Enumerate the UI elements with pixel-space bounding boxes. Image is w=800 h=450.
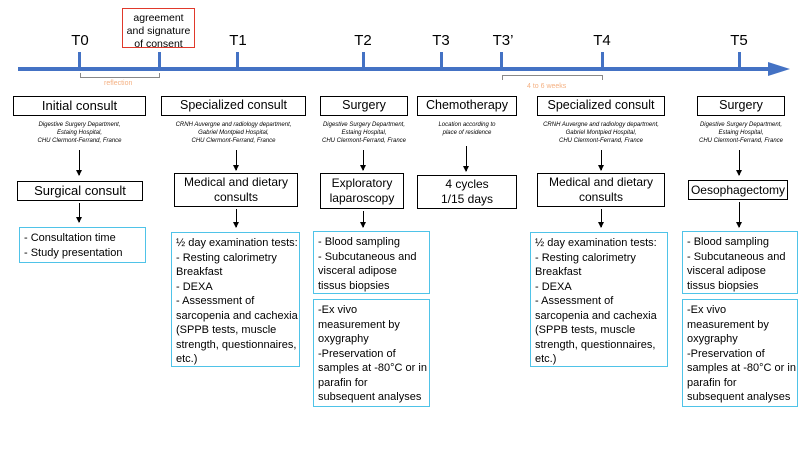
- timepoint-label: T0: [71, 32, 89, 49]
- tick-t5: [738, 52, 741, 67]
- flow-arrow: [360, 211, 366, 228]
- timepoint-label: T1: [229, 32, 247, 49]
- weeks-label: 4 to 6 weeks: [527, 83, 567, 90]
- timepoint-label: T3: [432, 32, 450, 49]
- flow-arrow: [736, 150, 742, 176]
- flow-arrow: [76, 150, 82, 176]
- reflection-bracket: [80, 73, 160, 78]
- tick-t0: [78, 52, 81, 67]
- details-box: - Consultation time- Study presentation: [19, 227, 146, 263]
- flow-arrow: [463, 146, 469, 172]
- flow-arrow: [76, 203, 82, 223]
- location-text: Digestive Surgery Department,Estaing Hos…: [321, 122, 407, 144]
- weeks-bracket: [502, 75, 603, 80]
- header-surgery: Surgery: [697, 96, 785, 116]
- flow-arrow: [233, 209, 239, 228]
- tick-t3prime: [500, 52, 503, 67]
- flow-arrow: [598, 209, 604, 228]
- step-medical-dietary: Medical and dietary consults: [537, 173, 665, 207]
- tick-t3: [440, 52, 443, 67]
- header-initial-consult: Initial consult: [13, 96, 146, 116]
- details-box: ½ day examination tests:- Resting calori…: [171, 232, 300, 367]
- step-exploratory-laparoscopy: Exploratory laparoscopy: [320, 173, 404, 209]
- header-surgery: Surgery: [320, 96, 408, 116]
- header-specialized-consult: Specialized consult: [537, 96, 665, 116]
- timepoint-label: T2: [354, 32, 372, 49]
- header-specialized-consult: Specialized consult: [161, 96, 306, 116]
- tick-t1: [236, 52, 239, 67]
- consent-box: agreement and signature of consent: [122, 8, 195, 50]
- location-text: CRNH Auvergne and radiology department,G…: [175, 122, 292, 144]
- timepoint-label: T4: [593, 32, 611, 49]
- location-text: Digestive Surgery Department,Estaing Hos…: [37, 122, 122, 144]
- flow-arrow: [360, 150, 366, 171]
- timeline-arrow: [18, 62, 790, 76]
- flow-arrow: [598, 150, 604, 171]
- timepoint-label: T5: [730, 32, 748, 49]
- flow-arrow: [736, 202, 742, 228]
- timepoint-label: T3’: [492, 32, 514, 49]
- header-chemotherapy: Chemotherapy: [417, 96, 517, 116]
- reflection-label: reflection: [104, 80, 133, 87]
- step-oesophagectomy: Oesophagectomy: [688, 180, 788, 200]
- location-text: CRNH Auvergne and radiology department,G…: [543, 122, 659, 144]
- location-text: Digestive Surgery Department,Estaing Hos…: [698, 122, 784, 144]
- step-medical-dietary: Medical and dietary consults: [174, 173, 298, 207]
- step-surgical-consult: Surgical consult: [17, 181, 143, 201]
- tick-consent: [158, 52, 161, 67]
- flow-arrow: [233, 150, 239, 171]
- tick-t4: [601, 52, 604, 67]
- details-box: ½ day examination tests:- Resting calori…: [530, 232, 668, 367]
- step-cycles: 4 cycles 1/15 days: [417, 175, 517, 209]
- tick-t2: [362, 52, 365, 67]
